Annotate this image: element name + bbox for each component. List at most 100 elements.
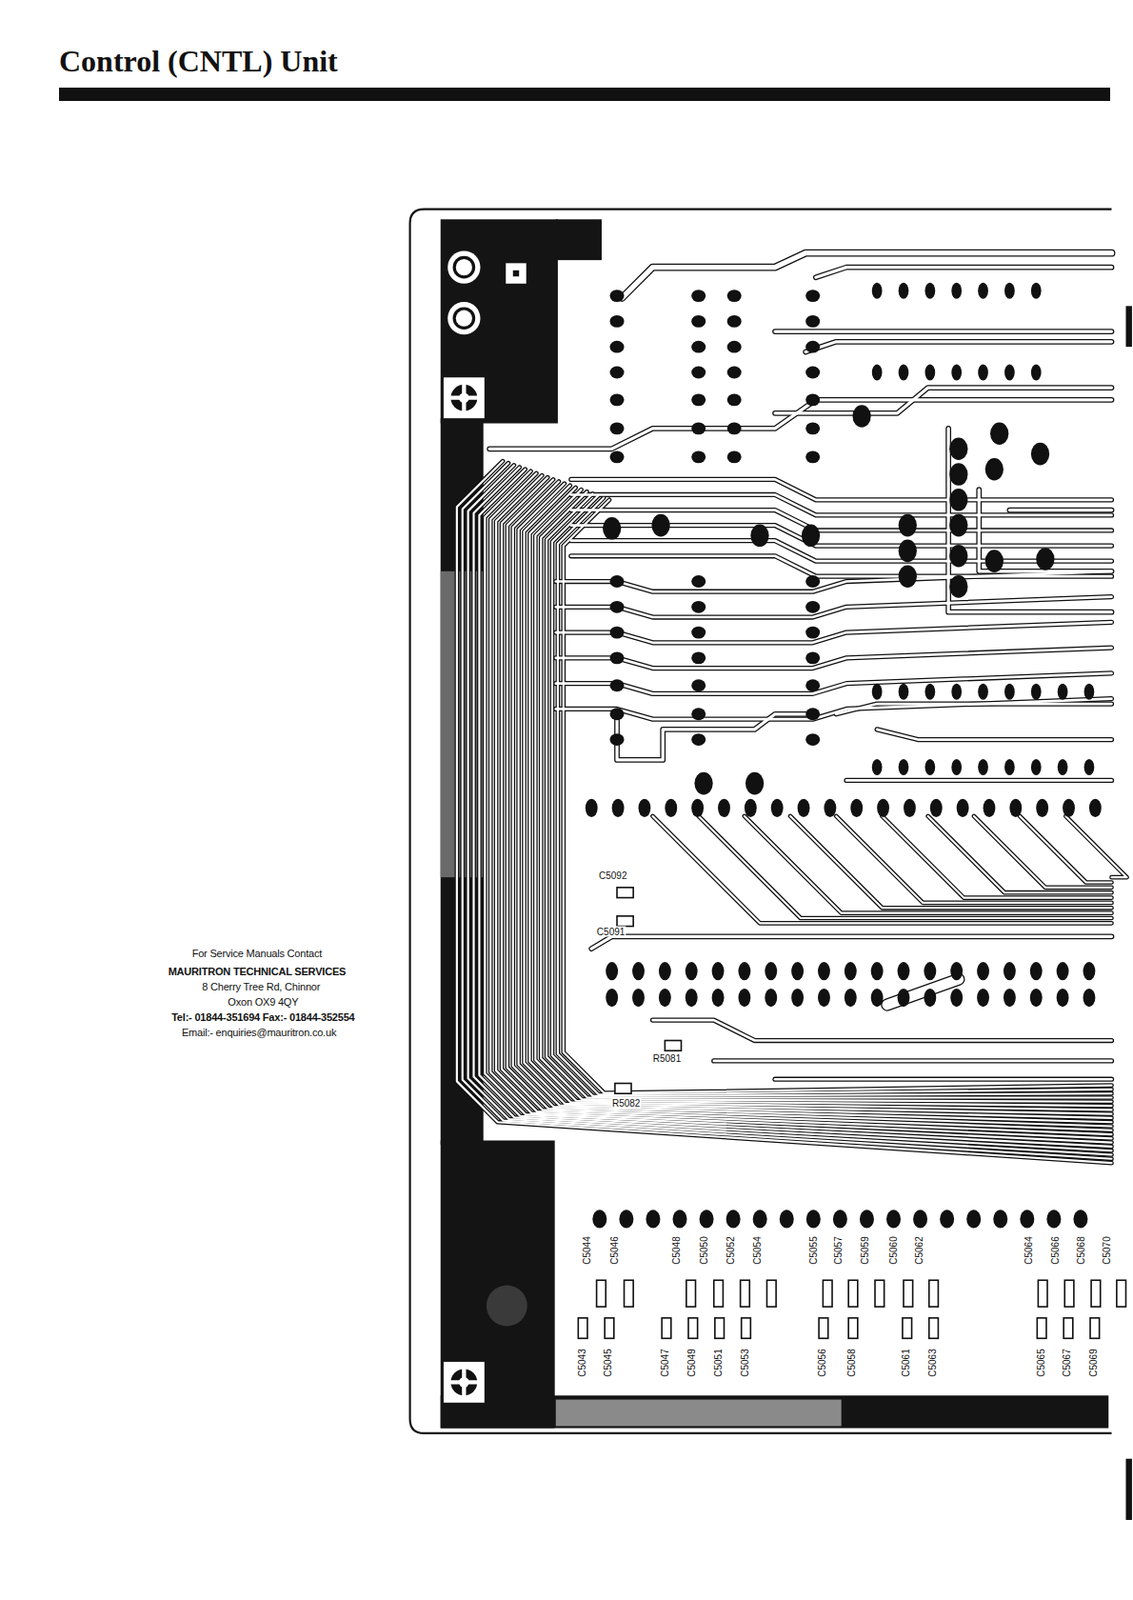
solder-pad bbox=[1046, 1209, 1061, 1228]
track bbox=[714, 1059, 1113, 1063]
track-outline bbox=[744, 815, 1113, 914]
square-pad bbox=[513, 270, 519, 277]
track-outline bbox=[484, 471, 1112, 1143]
solder-pad bbox=[610, 393, 625, 406]
ground-plane bbox=[556, 218, 602, 260]
track bbox=[616, 714, 814, 760]
solder-pad bbox=[805, 393, 820, 406]
solder-pad bbox=[1035, 547, 1054, 571]
track-outline bbox=[616, 714, 814, 760]
solder-pad bbox=[924, 683, 935, 700]
smd-component bbox=[715, 1317, 725, 1338]
solder-pad bbox=[976, 988, 990, 1007]
smd-component bbox=[1036, 1317, 1047, 1338]
pads bbox=[585, 282, 1102, 1229]
solder-pad bbox=[1030, 961, 1043, 980]
track bbox=[484, 471, 1112, 1143]
solder-pad bbox=[913, 1209, 928, 1228]
track-outline bbox=[556, 621, 1113, 642]
solder-pad bbox=[951, 282, 962, 299]
solder-pad bbox=[1084, 683, 1095, 700]
solder-pad bbox=[1031, 758, 1042, 776]
solder-pad bbox=[1083, 988, 1096, 1007]
solder-pad bbox=[956, 798, 970, 817]
solder-pad bbox=[685, 961, 698, 980]
solder-pad bbox=[610, 340, 625, 354]
track-outline bbox=[513, 481, 1113, 1123]
smd-component bbox=[604, 1317, 615, 1338]
track bbox=[876, 729, 1112, 740]
solder-pad bbox=[638, 798, 652, 817]
solder-pad bbox=[976, 961, 990, 980]
track-outline bbox=[552, 496, 1113, 1096]
solder-pad bbox=[949, 514, 968, 537]
track bbox=[556, 596, 1113, 617]
track-outline bbox=[815, 267, 1113, 279]
fiducial bbox=[443, 1361, 485, 1403]
solder-pad bbox=[872, 282, 883, 299]
track bbox=[474, 467, 1113, 1152]
solder-pad bbox=[1004, 683, 1015, 700]
smd-component bbox=[1063, 1317, 1074, 1338]
solder-pad bbox=[1004, 363, 1015, 380]
solder-pad bbox=[764, 988, 777, 1007]
heading-rule bbox=[59, 87, 1111, 101]
track bbox=[462, 462, 1113, 1158]
track-outline bbox=[973, 815, 1113, 888]
smd-component bbox=[766, 1279, 776, 1307]
track bbox=[591, 935, 1112, 949]
solder-pad bbox=[727, 450, 742, 463]
track bbox=[948, 428, 1112, 613]
track bbox=[973, 815, 1113, 888]
solder-pad bbox=[886, 1209, 901, 1228]
smd-component bbox=[903, 1279, 914, 1307]
track bbox=[775, 1077, 1112, 1081]
solder-pad bbox=[605, 961, 618, 980]
solder-pad bbox=[805, 651, 820, 664]
part-label: C5060 bbox=[888, 1234, 899, 1265]
ground-plane bbox=[440, 1139, 556, 1428]
track-outline bbox=[507, 478, 1113, 1126]
track bbox=[556, 571, 1113, 592]
track-outline bbox=[474, 467, 1113, 1152]
track bbox=[513, 481, 1113, 1123]
track-outline bbox=[805, 341, 1112, 353]
solder-pad bbox=[1062, 798, 1075, 817]
track bbox=[805, 341, 1112, 353]
solder-pad bbox=[691, 626, 706, 639]
part-label: R5081 bbox=[652, 1052, 682, 1063]
contact-note: Tel:- 01844-351694 Fax:- 01844-352554 bbox=[171, 1011, 355, 1023]
solder-pad bbox=[898, 758, 910, 776]
smd-component bbox=[714, 1279, 724, 1307]
track bbox=[507, 478, 1113, 1126]
track bbox=[775, 330, 1112, 334]
solder-pad bbox=[939, 1209, 955, 1228]
solder-pad bbox=[949, 462, 968, 486]
solder-pad bbox=[632, 988, 645, 1007]
solder-pad bbox=[664, 798, 677, 817]
track-outline bbox=[835, 815, 1112, 903]
part-label: C5059 bbox=[859, 1234, 871, 1265]
part-label: C5066 bbox=[1049, 1234, 1060, 1265]
track-outline bbox=[556, 647, 1113, 668]
solder-pad bbox=[691, 421, 706, 435]
smd-component bbox=[1116, 1279, 1127, 1307]
solder-pad bbox=[737, 988, 751, 1007]
solder-pad bbox=[618, 1209, 634, 1228]
part-label: C5055 bbox=[807, 1234, 818, 1265]
track-outline bbox=[468, 464, 1113, 1154]
solder-pad bbox=[1057, 683, 1069, 700]
components bbox=[577, 887, 1126, 1338]
part-label: C5065 bbox=[1034, 1347, 1046, 1377]
solder-pad bbox=[750, 524, 769, 548]
solder-pad bbox=[612, 798, 625, 817]
smd-component bbox=[1064, 1279, 1074, 1307]
smd-component bbox=[1037, 1279, 1048, 1307]
track bbox=[835, 703, 1112, 715]
track-outline bbox=[529, 487, 1112, 1110]
solder-pad bbox=[903, 798, 916, 817]
solder-pad bbox=[872, 683, 883, 700]
solder-pad bbox=[1019, 1209, 1034, 1228]
solder-pad bbox=[983, 798, 996, 817]
